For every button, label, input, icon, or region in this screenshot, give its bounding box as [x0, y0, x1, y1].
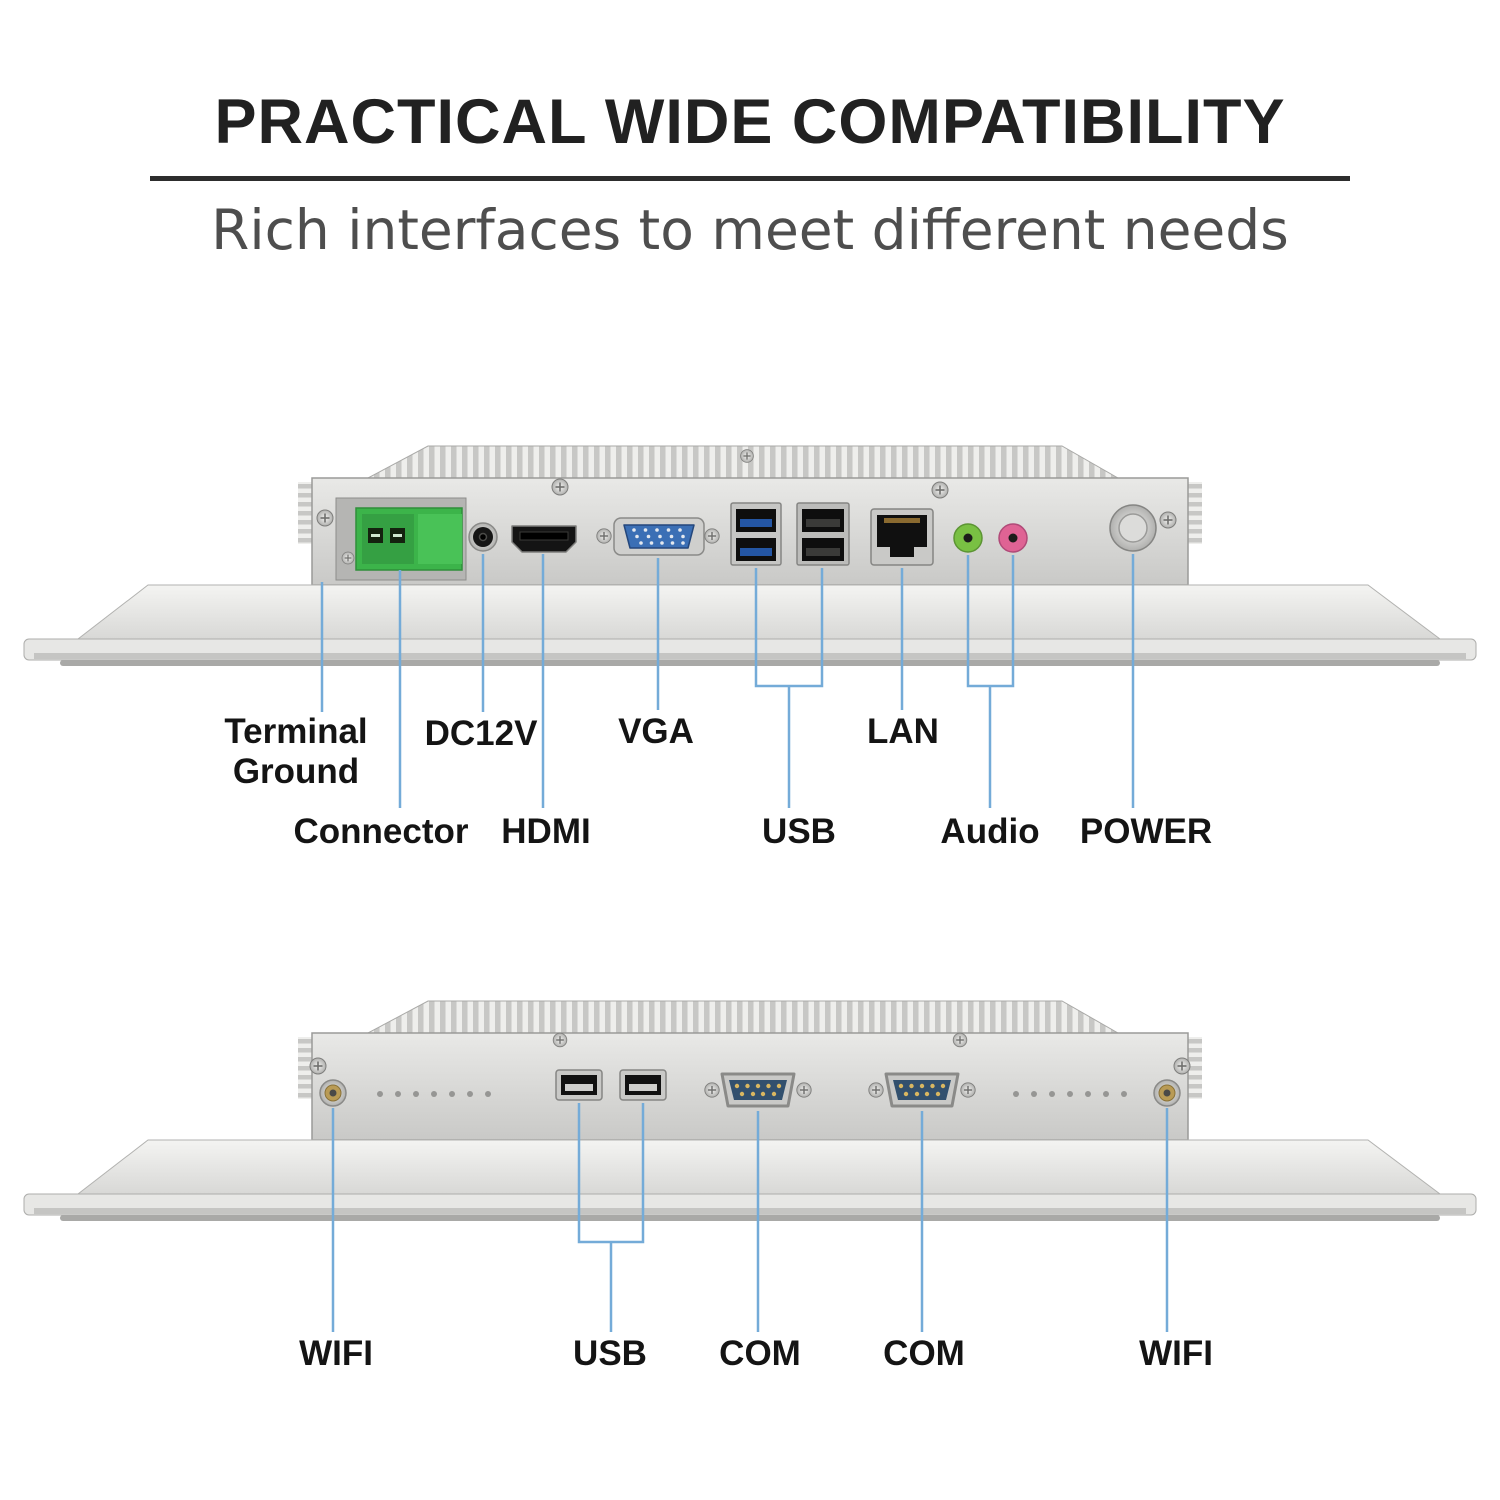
- power-button: [1109, 504, 1157, 552]
- screw-icon: [316, 509, 334, 527]
- dc12v-port: [468, 522, 498, 552]
- vga-port: [596, 517, 720, 556]
- chassis-top: [23, 445, 1477, 667]
- com-port-2: [868, 1072, 976, 1108]
- wifi-antenna-connector-right: [1153, 1079, 1181, 1107]
- port-label-com-left: COM: [719, 1334, 801, 1373]
- title-underline: [150, 176, 1350, 181]
- port-label-vga: VGA: [618, 712, 694, 751]
- screw-icon: [1173, 1057, 1191, 1075]
- vent-holes-left: [377, 1091, 491, 1097]
- port-label-hdmi: HDMI: [501, 812, 591, 851]
- screw-icon: [551, 478, 569, 496]
- usb-ports: [730, 502, 850, 566]
- page-title: PRACTICAL WIDE COMPATIBILITY: [214, 87, 1286, 157]
- com-pins: [734, 1083, 782, 1097]
- port-label-dc12v: DC12V: [424, 714, 538, 753]
- wifi-antenna-connector-left: [319, 1079, 347, 1107]
- vent-holes-right: [1013, 1091, 1127, 1097]
- callout-lines-top: [320, 554, 1135, 808]
- chassis-bottom: [23, 1000, 1477, 1222]
- screw-icon: [931, 481, 949, 499]
- usb-ports-bottom: [555, 1069, 667, 1101]
- port-label-usb: USB: [762, 812, 836, 851]
- port-label-audio: Audio: [940, 812, 1040, 851]
- callout-lines-bottom: [331, 1103, 1169, 1332]
- page-subtitle: Rich interfaces to meet different needs: [211, 198, 1289, 262]
- port-label-wifi-left: WIFI: [299, 1334, 373, 1373]
- device-bottom-view: [23, 1000, 1477, 1332]
- port-label-wifi-right: WIFI: [1139, 1334, 1213, 1373]
- port-label-terminal-ground: Terminal Ground: [224, 712, 368, 791]
- com-port-1: [704, 1072, 812, 1108]
- port-label-connector: Connector: [293, 812, 469, 851]
- screw-icon: [739, 448, 755, 464]
- com-pins: [898, 1083, 946, 1097]
- screw-icon: [952, 1032, 968, 1048]
- audio-jacks: [953, 523, 1028, 553]
- screw-icon: [1159, 511, 1177, 529]
- screw-icon: [309, 1057, 327, 1075]
- port-label-usb-bottom: USB: [573, 1334, 647, 1373]
- lan-port: [870, 508, 934, 566]
- port-label-power: POWER: [1079, 812, 1213, 851]
- terminal-ground-connector-port: [335, 497, 467, 581]
- screw-icon: [552, 1032, 568, 1048]
- port-label-lan: LAN: [867, 712, 939, 751]
- port-label-com-right: COM: [883, 1334, 965, 1373]
- hdmi-port: [511, 525, 577, 553]
- vga-pins: [632, 528, 685, 545]
